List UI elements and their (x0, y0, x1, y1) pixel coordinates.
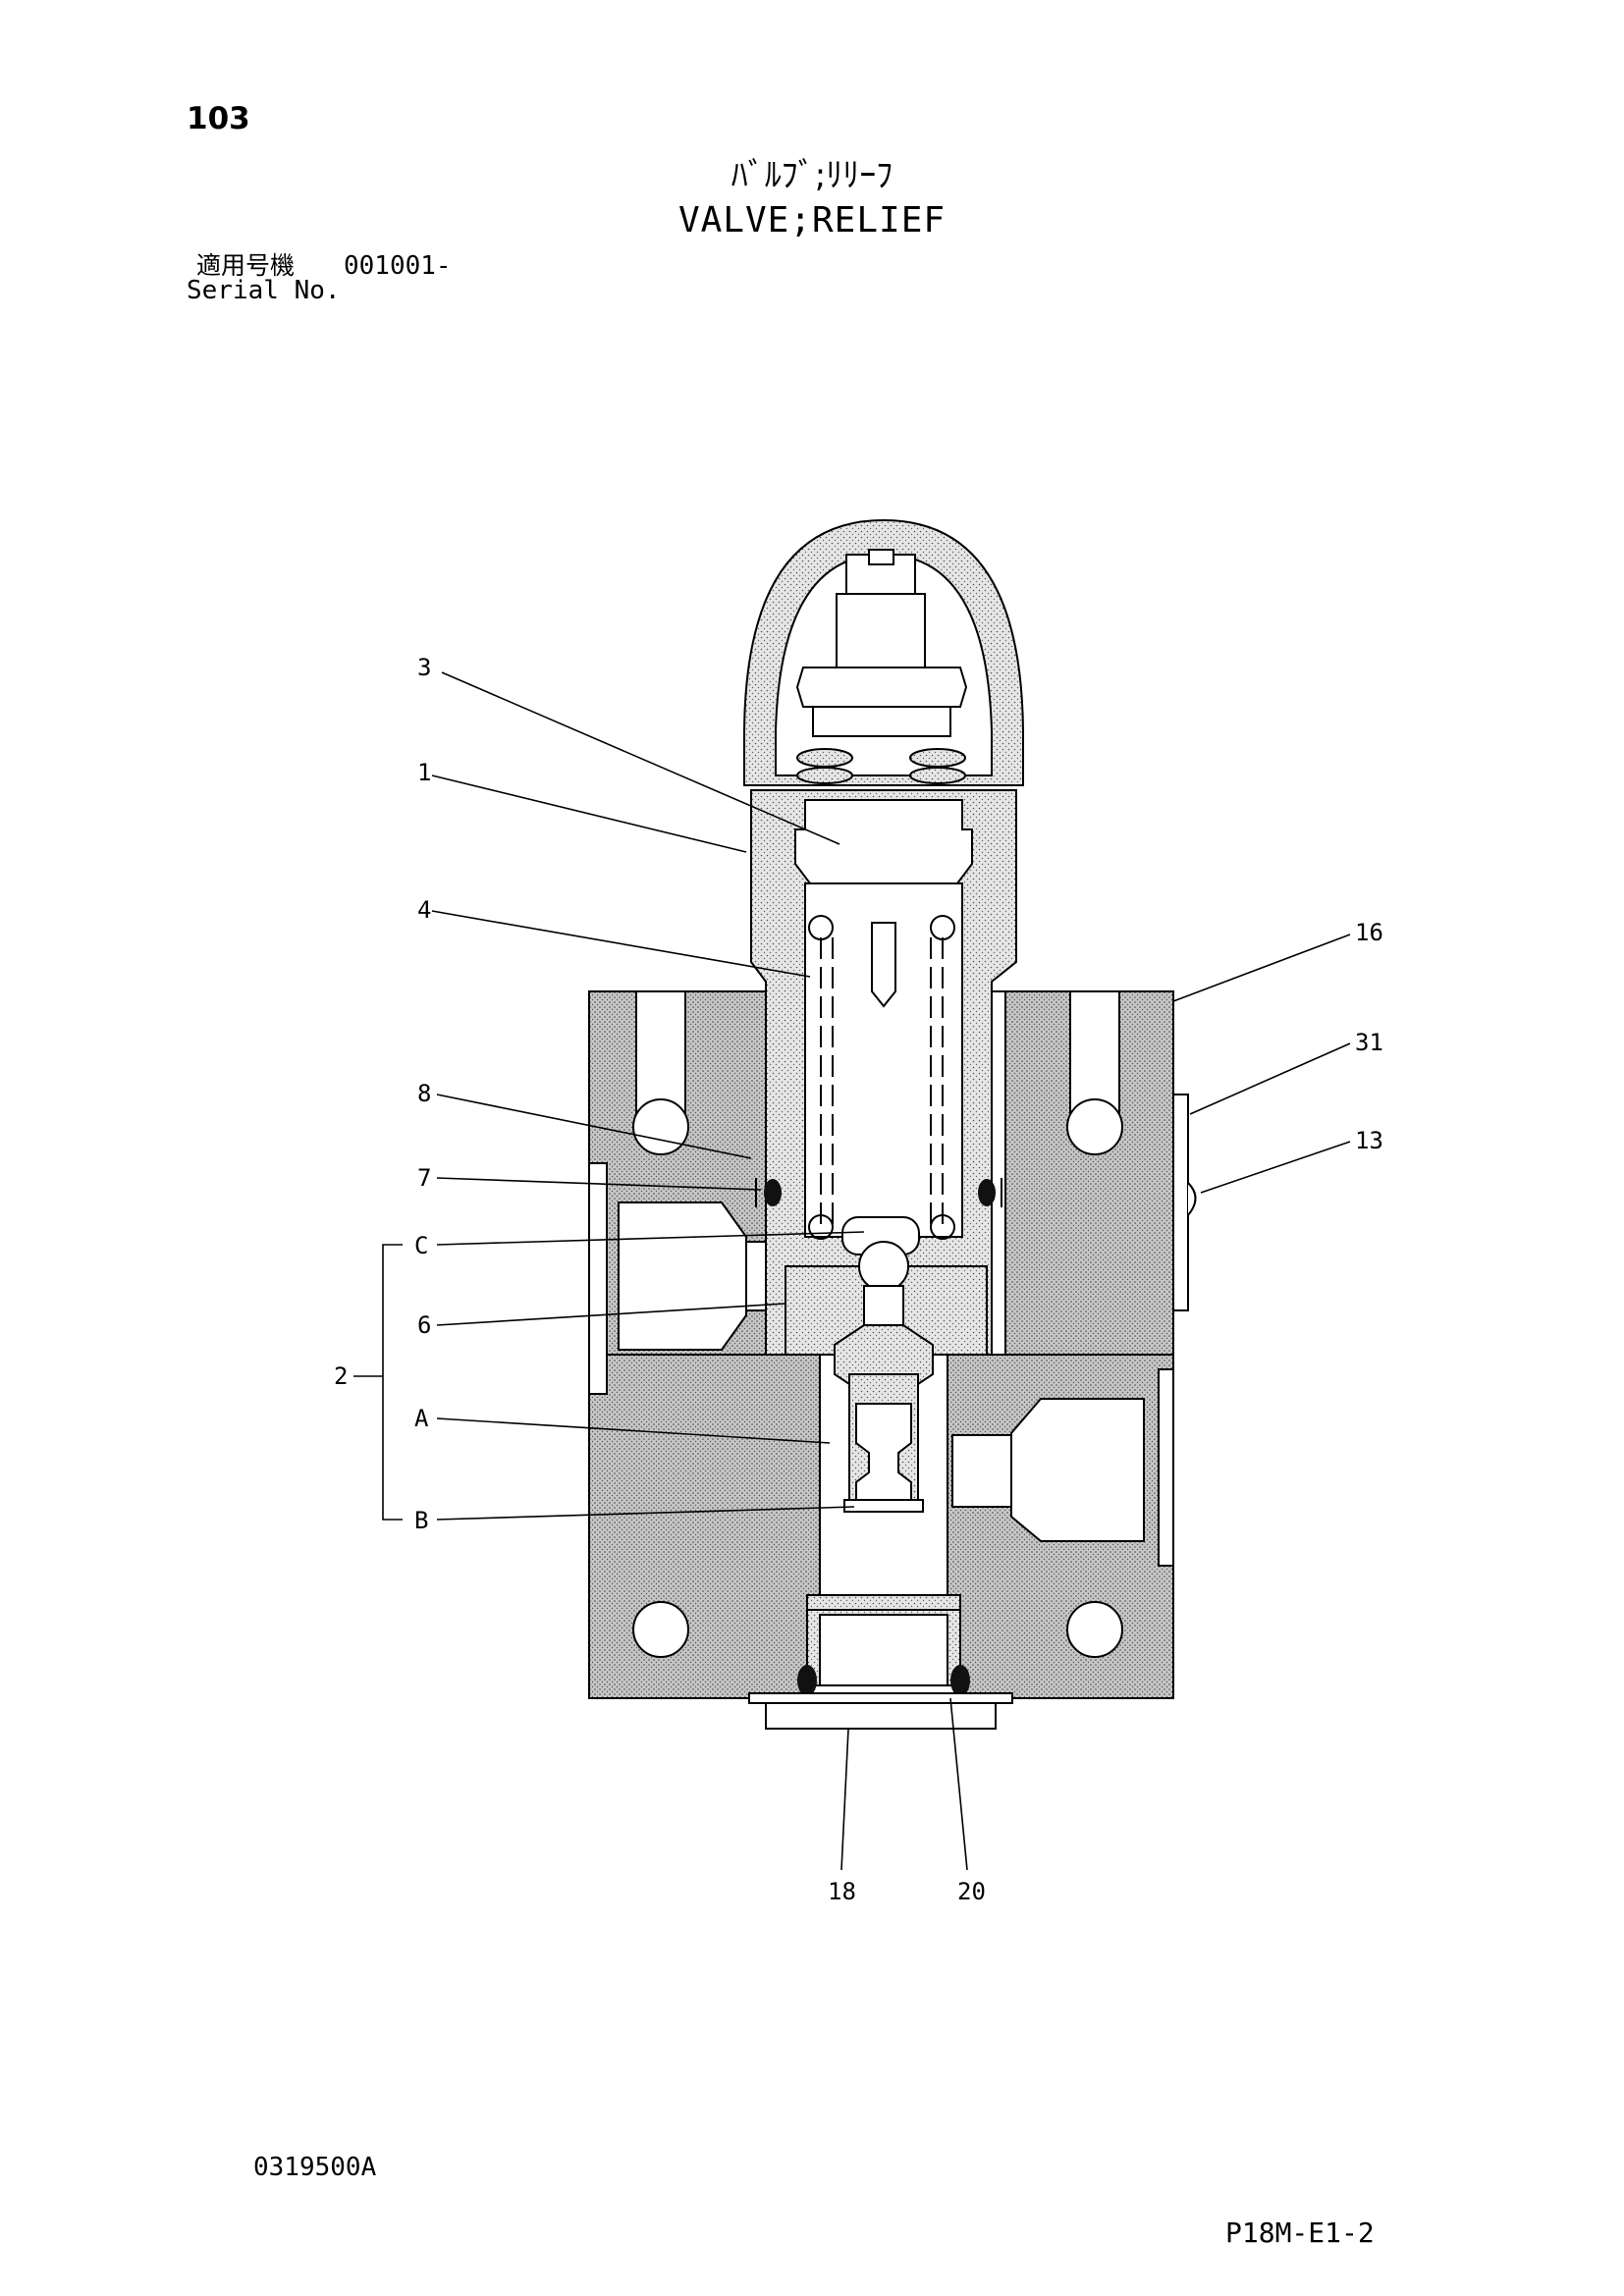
title-english: VALVE;RELIEF (677, 200, 947, 240)
drawing-code: 0319500A (253, 2153, 377, 2182)
callout-4: 4 (417, 896, 431, 924)
callout-16: 16 (1355, 919, 1383, 946)
callout-a: A (414, 1405, 429, 1432)
callout-18: 18 (828, 1878, 856, 1905)
callout-b: B (414, 1507, 428, 1534)
leader-lines (353, 671, 1351, 1871)
callout-20: 20 (957, 1878, 986, 1905)
page-code: P18M-E1-2 (1225, 2216, 1375, 2249)
callout-8: 8 (417, 1080, 431, 1107)
callout-c: C (414, 1232, 428, 1259)
callout-13: 13 (1355, 1127, 1383, 1154)
serial-value: 001001- (344, 251, 452, 281)
callout-7: 7 (417, 1164, 431, 1192)
page-number: 103 (187, 101, 250, 136)
callout-labels: 3 1 4 16 31 13 8 7 C 6 2 A B 18 20 (334, 654, 1383, 1905)
callout-3: 3 (417, 654, 431, 681)
cartridge-assembly (743, 518, 1024, 1513)
callout-1: 1 (417, 759, 431, 786)
serial-label-english: Serial No. (187, 276, 341, 305)
bottom-plug (748, 1594, 1013, 1730)
callout-2: 2 (334, 1362, 348, 1390)
callout-6: 6 (417, 1311, 431, 1339)
title-japanese: ﾊﾞﾙﾌﾞ;ﾘﾘｰﾌ (731, 156, 893, 195)
serial-label-japanese: 適用号機 (196, 251, 296, 280)
callout-31: 31 (1355, 1029, 1383, 1056)
